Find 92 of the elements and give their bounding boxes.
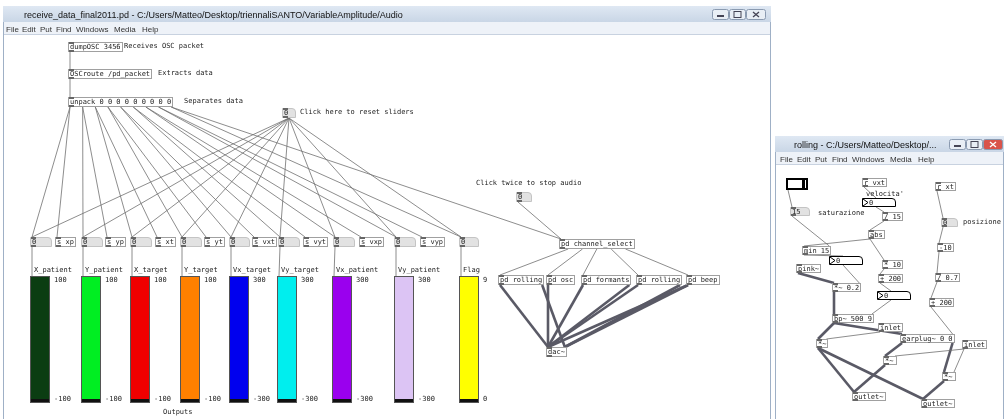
patch-cord	[869, 238, 885, 261]
patch-cord	[540, 284, 567, 348]
menu-item: Put	[40, 24, 52, 35]
patch-cord	[460, 246, 462, 277]
patch-cord	[791, 215, 830, 247]
patch-cord	[869, 220, 885, 231]
patch-cord	[953, 348, 965, 373]
patch-cord	[894, 348, 965, 357]
patch-cord	[817, 347, 855, 393]
vertical-slider	[130, 276, 150, 403]
patch-cord	[31, 117, 290, 238]
patch-cord	[803, 238, 871, 247]
patch-cord	[170, 106, 462, 238]
patch-cord	[279, 117, 290, 238]
vertical-slider	[459, 276, 479, 403]
vertical-slider	[180, 276, 200, 403]
patch-cord	[826, 331, 881, 340]
patch-cord	[288, 117, 397, 238]
patch-cord	[930, 306, 953, 335]
window-title: receive_data_final2011.pd - C:/Users/Matteo/Desktop/triennaliSANTO/VariableAmplitude/Audio	[24, 9, 403, 21]
patch-cord	[94, 106, 158, 238]
patch-cord	[936, 251, 940, 274]
patch-cord	[288, 117, 462, 238]
patch-cord	[56, 106, 71, 238]
patch-cord	[230, 117, 290, 238]
menu-item: Find	[56, 24, 72, 35]
patch-cord	[853, 364, 886, 393]
patch-cord	[333, 246, 336, 277]
patch-cord	[884, 341, 903, 358]
menu-item: Find	[832, 154, 848, 165]
patch-cord	[787, 189, 793, 208]
patch-cord	[842, 264, 860, 284]
patch-cord	[871, 299, 892, 315]
patch-cord	[942, 342, 954, 373]
patch-cord	[69, 78, 71, 98]
vertical-slider	[229, 276, 249, 403]
patch-cord	[517, 201, 562, 240]
vertical-slider	[81, 276, 101, 403]
patch-cord	[181, 117, 290, 238]
patch-cord	[94, 106, 133, 238]
patch-cord	[498, 284, 550, 348]
menu-item: Media	[114, 24, 136, 35]
menu-item: File	[780, 154, 793, 165]
patch-cord	[625, 248, 689, 276]
menu-item: Help	[918, 154, 935, 165]
patch-cord	[803, 254, 844, 257]
menu-item: Edit	[797, 154, 811, 165]
menu-item: Put	[815, 154, 827, 165]
menu-item: Windows	[76, 24, 109, 35]
patch-cord	[922, 380, 945, 400]
patch-cord	[582, 248, 598, 276]
patch-cord	[833, 321, 903, 336]
patch-cord	[546, 285, 550, 347]
vertical-slider	[30, 276, 50, 403]
patch-cord	[817, 346, 924, 401]
vertical-slider	[394, 276, 414, 403]
patch-cord	[832, 292, 836, 314]
patch-cord	[82, 106, 108, 238]
patch-cord	[181, 246, 183, 277]
patch-cord	[31, 246, 33, 277]
menu-item: Help	[142, 24, 159, 35]
patch-cord	[547, 248, 583, 276]
patch-cord	[278, 246, 281, 277]
patch-cord	[170, 106, 562, 240]
patch-cord	[863, 186, 877, 199]
patch-cord	[288, 117, 336, 238]
horizontal-slider	[786, 178, 808, 190]
menu-item: Edit	[22, 24, 36, 35]
patch-cord	[395, 246, 397, 277]
patch-cord	[120, 106, 255, 238]
patch-cord	[936, 190, 944, 219]
patch-cord	[879, 268, 885, 275]
window-title: rolling - C:/Users/Matteo/Desktop/...	[794, 139, 937, 151]
patch-cord	[879, 282, 892, 292]
patch-cord	[69, 51, 71, 70]
patch-cord	[546, 284, 585, 348]
patch-cord	[499, 248, 569, 276]
patch-cord	[610, 248, 639, 276]
patch-cord	[131, 246, 133, 277]
vertical-slider	[277, 276, 297, 403]
patch-cord	[938, 226, 944, 244]
patch-cord	[107, 106, 207, 238]
menu-item: File	[6, 24, 19, 35]
vertical-slider	[332, 276, 352, 403]
patch-cord	[817, 322, 835, 340]
patch-cord	[875, 206, 885, 213]
menu-item: Windows	[852, 154, 885, 165]
patch-cord	[797, 271, 835, 285]
patch-cord	[230, 246, 232, 277]
menu-item: Media	[890, 154, 912, 165]
patch-cord	[930, 281, 938, 299]
patch-cord	[82, 246, 84, 277]
